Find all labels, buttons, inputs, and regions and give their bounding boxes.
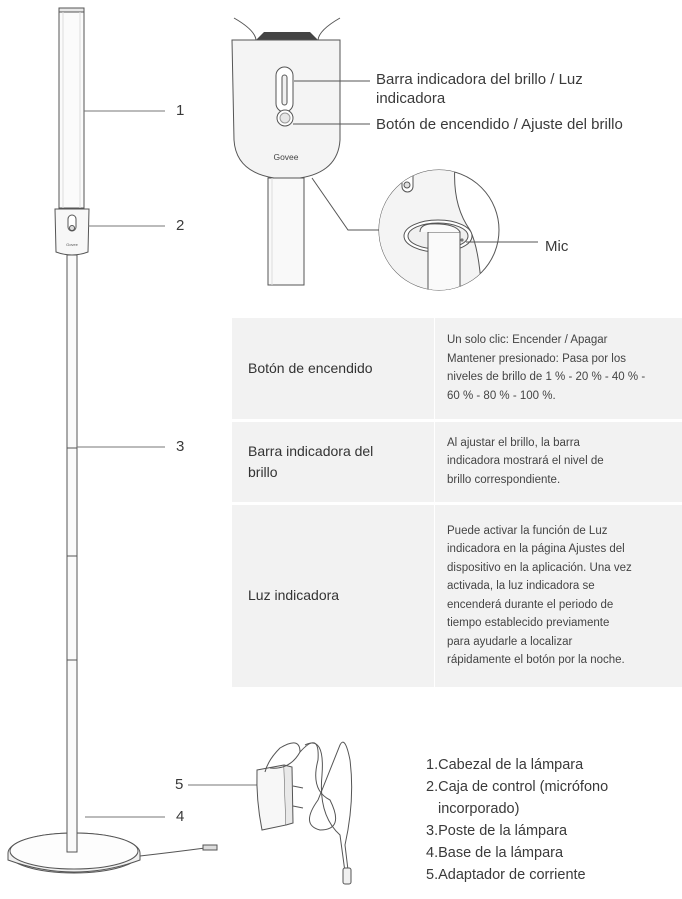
part-number-5: 5 <box>175 776 184 793</box>
table-row: Botón de encendido Un solo clic: Encende… <box>232 318 682 420</box>
device-brand: Govee <box>273 152 298 162</box>
parts-legend: 1.Cabezal de la lámpara 2.Caja de contro… <box>426 754 608 886</box>
legend-item: incorporado) <box>438 801 520 817</box>
floor-lamp-illustration <box>7 7 218 874</box>
part-number-4: 4 <box>176 808 185 825</box>
legend-item: 1.Cabezal de la lámpara <box>426 757 584 773</box>
description-cell: Puede activar la función de Luz indicado… <box>434 501 682 687</box>
power-adapter-illustration <box>256 741 353 885</box>
control-box-closeup <box>231 17 341 286</box>
feature-table: Botón de encendido Un solo clic: Encende… <box>232 318 682 687</box>
legend-item: 2.Caja de control (micrófono <box>426 779 609 795</box>
mic-closeup <box>378 169 538 291</box>
power-button-callout: Botón de encendido / Ajuste del brillo <box>376 116 623 133</box>
legend-item: 4.Base de la lámpara <box>426 845 564 861</box>
feature-cell: Botón de encendido <box>232 318 435 420</box>
table-row: Barra indicadora del brillo Al ajustar e… <box>232 418 682 503</box>
legend-item: 3.Poste de la lámpara <box>426 823 568 839</box>
control-box-brand: Govee <box>66 242 79 247</box>
table-row: Luz indicadora Puede activar la función … <box>232 501 682 687</box>
part-number-2: 2 <box>176 217 185 234</box>
number-leaders <box>77 110 257 818</box>
part-number-1: 1 <box>176 102 185 119</box>
mic-callout: Mic <box>545 238 569 255</box>
feature-cell: Luz indicadora <box>232 501 435 687</box>
part-number-3: 3 <box>176 438 185 455</box>
description-cell: Al ajustar el brillo, la barra indicador… <box>434 418 682 503</box>
feature-cell: Barra indicadora del brillo <box>232 418 435 503</box>
description-cell: Un solo clic: Encender / Apagar Mantener… <box>434 318 682 420</box>
brightness-bar-callout: Barra indicadora del brillo / Luz indica… <box>376 71 583 107</box>
closeup-callout-lines <box>293 80 380 231</box>
legend-item: 5.Adaptador de corriente <box>426 867 586 883</box>
